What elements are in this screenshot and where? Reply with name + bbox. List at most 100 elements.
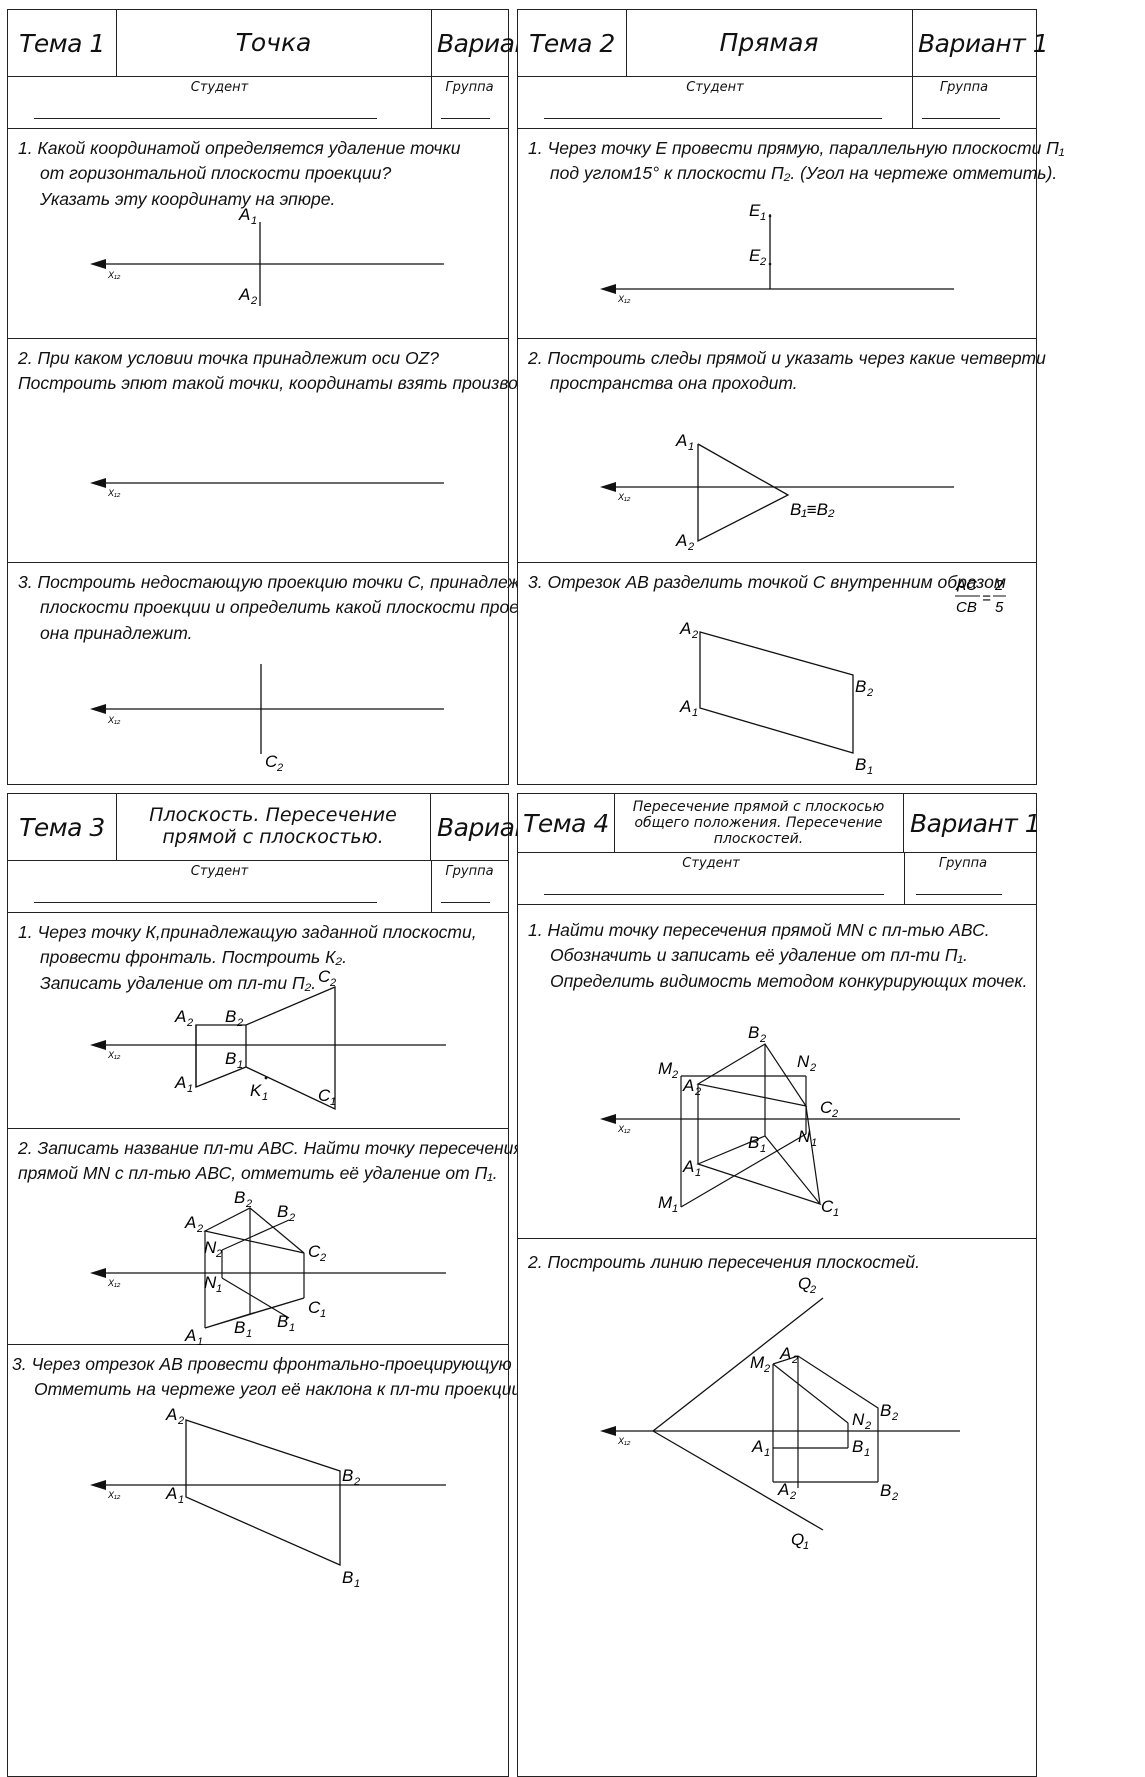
svg-text:A: A: [779, 1344, 791, 1363]
svg-text:1: 1: [197, 1336, 203, 1348]
svg-text:A: A: [238, 285, 250, 304]
svg-text:X₁₂: X₁₂: [617, 1436, 631, 1446]
variant-cell: Вариант 1: [437, 812, 568, 842]
card-tema-4: Тема 4 Пересечение прямой с плоскосью об…: [517, 793, 1041, 1777]
svg-text:1: 1: [811, 1137, 817, 1149]
card-tema-1: Тема 1 Точка Вариант 1 Студент Группа 1.…: [7, 9, 568, 785]
student-name-field[interactable]: [544, 118, 882, 119]
svg-text:1: 1: [187, 1083, 193, 1095]
svg-text:B: B: [234, 1188, 245, 1207]
svg-text:A: A: [675, 431, 687, 450]
svg-text:A: A: [682, 1076, 694, 1095]
svg-text:A: A: [184, 1213, 196, 1232]
svg-text:1: 1: [803, 1540, 809, 1552]
card-header: Тема 1 Точка Вариант 1: [8, 10, 568, 77]
task-text: 1. Какой координатой определяется удален…: [18, 138, 461, 209]
svg-text:B: B: [342, 1568, 353, 1587]
svg-text:1: 1: [760, 1143, 766, 1155]
title-cell: Пересечение прямой с плоскосью общего по…: [614, 794, 904, 852]
svg-text:B: B: [342, 1466, 353, 1485]
svg-text:1: 1: [246, 1328, 252, 1340]
svg-text:X₁₂: X₁₂: [107, 1490, 121, 1500]
svg-text:2: 2: [759, 256, 766, 268]
epure-drawing: X₁₂ A 1 A 2: [90, 205, 444, 307]
svg-text:2: 2: [809, 1284, 816, 1296]
task-2: 2. Построить линию пересечения плоскосте…: [518, 1238, 1036, 1776]
epure-drawing: X₁₂: [90, 478, 444, 498]
variant-cell: Вариант 1: [918, 28, 1049, 58]
group-field[interactable]: [441, 902, 490, 903]
task-text: 1. Через точку К,принадлежащую заданной …: [18, 922, 477, 993]
task-text: 2. Построить линию пересечения плоскосте…: [528, 1252, 920, 1272]
svg-text:A: A: [174, 1073, 186, 1092]
student-name-field[interactable]: [34, 902, 377, 903]
student-label: Студент: [682, 856, 740, 871]
task-text: 2. Построить следы прямой и указать чере…: [528, 348, 1046, 394]
svg-text:C: C: [821, 1197, 834, 1216]
task-3: 3. Отрезок АВ разделить точкой С внутрен…: [518, 562, 1036, 784]
axis-label: X₁₂: [107, 270, 121, 280]
group-label: Группа: [939, 80, 989, 95]
svg-text:1: 1: [216, 1283, 222, 1295]
svg-text:2: 2: [319, 1252, 326, 1264]
group-label: Группа: [938, 856, 988, 871]
student-name-field[interactable]: [34, 118, 377, 119]
svg-text:2: 2: [671, 1069, 678, 1081]
svg-text:M: M: [658, 1193, 673, 1212]
task-text: 3. Отрезок АВ разделить точкой С внутрен…: [528, 572, 1006, 592]
group-field[interactable]: [922, 118, 1000, 119]
task-text: 3. Построить недостающую проекцию точки …: [18, 572, 564, 643]
task-2: 2. Записать название пл-ти АВС. Найти то…: [8, 1128, 523, 1348]
epure-drawing: X₁₂ A 1 A 2 B₁≡B₂: [600, 431, 954, 553]
svg-text:M: M: [658, 1059, 673, 1078]
svg-text:K: K: [250, 1081, 262, 1100]
svg-text:2: 2: [864, 1420, 871, 1432]
svg-text:B: B: [855, 755, 866, 774]
svg-text:2: 2: [691, 629, 698, 641]
svg-text:2: 2: [276, 762, 283, 774]
svg-text:1: 1: [320, 1308, 326, 1320]
group-field[interactable]: [441, 118, 490, 119]
svg-text:X₁₂: X₁₂: [617, 1124, 631, 1134]
svg-text:X₁₂: X₁₂: [107, 488, 121, 498]
svg-text:B: B: [748, 1023, 759, 1042]
svg-text:B: B: [855, 677, 866, 696]
epure-drawing: X₁₂ E 1 E 2: [600, 201, 954, 304]
student-label: Студент: [190, 864, 249, 879]
epure-drawing: X₁₂ A 2 B 2 B 2 N 2 C 2 N 1 C 1 B 1 B: [90, 1188, 446, 1348]
svg-text:A: A: [174, 1007, 186, 1026]
epure-drawing: X₁₂ Q 2 M 2 A 2 B 2 N 2 A 1 B 1 A: [600, 1274, 960, 1552]
epure-drawing: X₁₂ A 2 B 2 C 2 B 1 A 1 K 1 C 1: [90, 967, 446, 1111]
svg-text:2: 2: [215, 1248, 222, 1260]
svg-text:1: 1: [867, 765, 873, 777]
svg-text:X₁₂: X₁₂: [107, 1278, 121, 1288]
svg-text:1: 1: [330, 1096, 336, 1108]
svg-text:C: C: [318, 1086, 331, 1105]
svg-text:1: 1: [354, 1578, 360, 1590]
svg-text:B: B: [880, 1481, 891, 1500]
task-text: 2. При каком условии точка принадлежит о…: [18, 348, 561, 394]
svg-text:C: C: [265, 752, 278, 771]
svg-text:2: 2: [236, 1017, 243, 1029]
svg-text:X₁₂: X₁₂: [617, 492, 631, 502]
student-name-field[interactable]: [544, 894, 884, 895]
svg-text:CB: CB: [956, 599, 977, 616]
title-cell: Плоскость. Пересечение прямой с плоскост…: [116, 794, 431, 860]
svg-text:X₁₂: X₁₂: [107, 1050, 121, 1060]
task-2: 2. При каком условии точка принадлежит о…: [8, 338, 561, 563]
svg-text:2: 2: [177, 1415, 184, 1427]
svg-text:A: A: [165, 1484, 177, 1503]
student-row: Студент Группа: [8, 76, 508, 129]
svg-text:B: B: [852, 1437, 863, 1456]
svg-text:Q: Q: [798, 1274, 811, 1293]
svg-text:C: C: [308, 1298, 321, 1317]
tema-cell: Тема 2: [518, 10, 627, 76]
svg-text:2: 2: [763, 1363, 770, 1375]
variant-cell: Вариант 1: [910, 808, 1041, 838]
group-field[interactable]: [916, 894, 1002, 895]
svg-text:B: B: [880, 1401, 891, 1420]
svg-text:X₁₂: X₁₂: [107, 715, 121, 725]
svg-text:1: 1: [688, 441, 694, 453]
svg-text:=: =: [982, 590, 991, 607]
epure-drawing: X₁₂ M 2 A 2 B 2 N 2 C 2 B 1 N 1: [600, 1023, 960, 1219]
